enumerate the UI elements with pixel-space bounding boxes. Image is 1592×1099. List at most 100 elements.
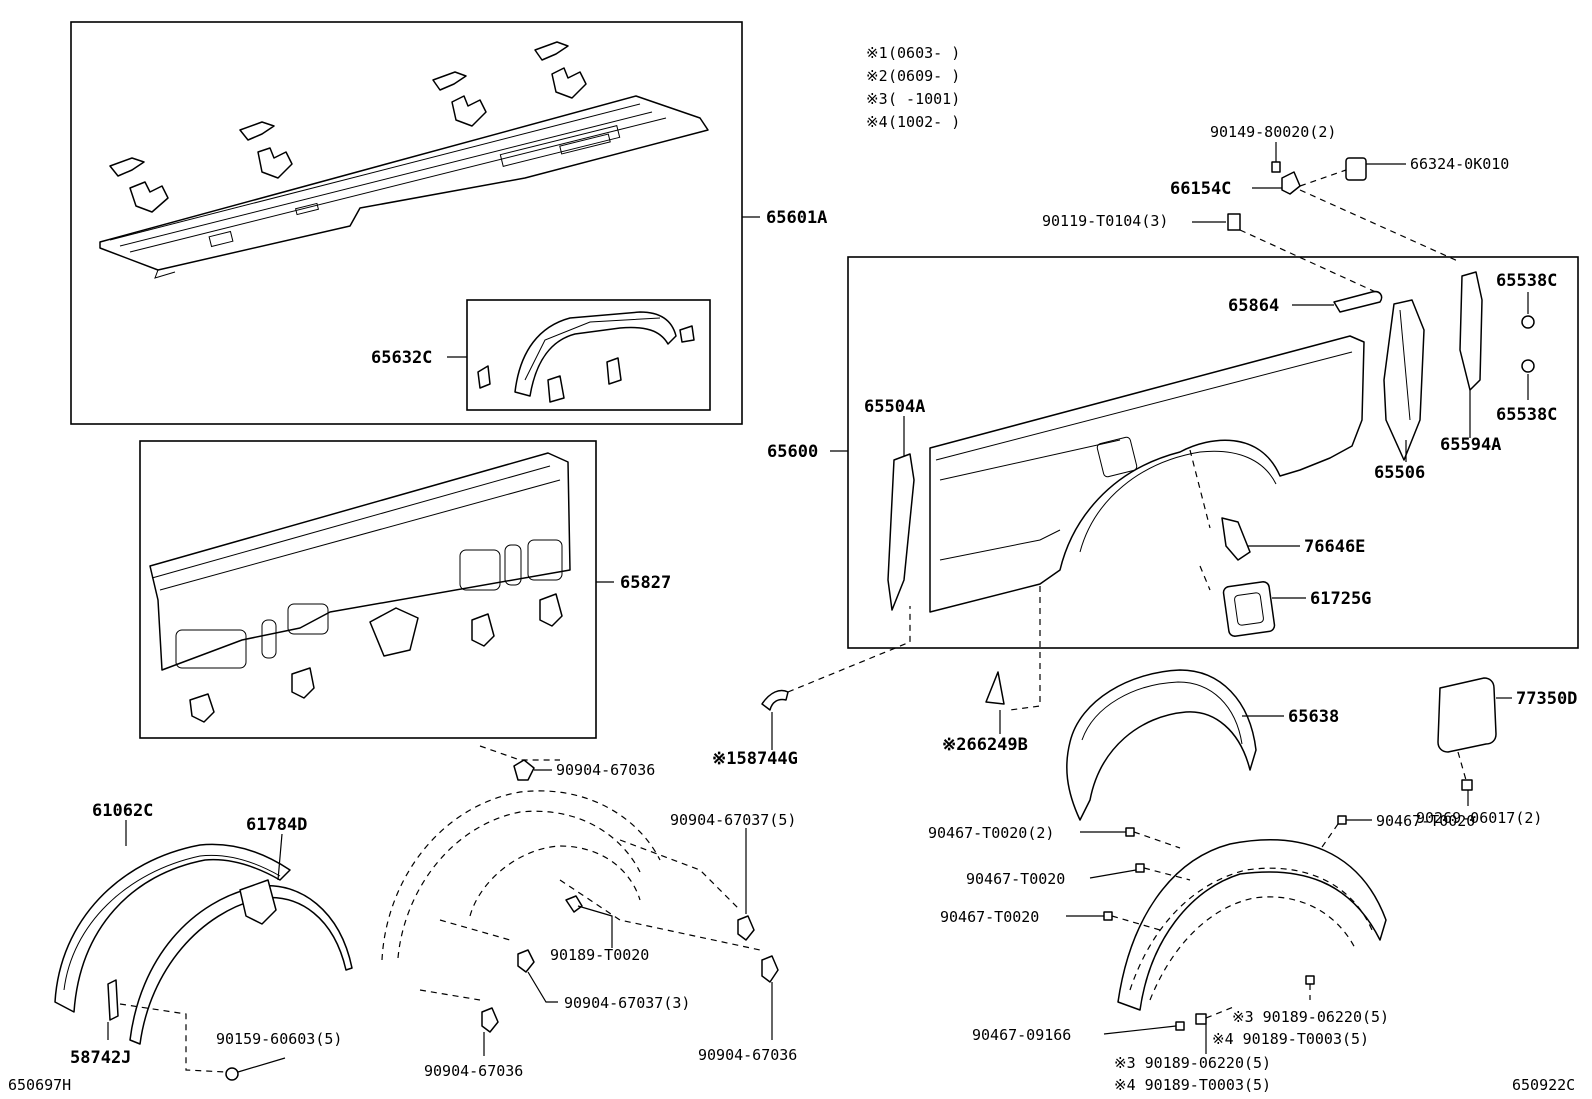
footer-left-code: 650697H: [8, 1076, 71, 1094]
label-76646E: 76646E: [1304, 537, 1365, 557]
liner-rear-drawing: [1117, 839, 1387, 1011]
note-3-mark: ※3: [866, 90, 888, 108]
note-4-range: (1002- ): [888, 113, 960, 131]
label-90904-67036-bottom: 90904-67036: [424, 1062, 523, 1080]
note-1-range: (0603- ): [888, 44, 960, 62]
applicability-notes: ※1 (0603- ) ※2 (0609- ) ※3 ( -1001) ※4 (…: [866, 44, 960, 131]
label-90467-T0020-a: 90467-T0020: [966, 870, 1065, 888]
liner-outline-3: [469, 845, 641, 917]
dash-screw-a: [1133, 831, 1181, 849]
flare-61784D-drawing: [129, 884, 353, 1045]
liner-outline-2: [397, 810, 641, 959]
dash-top-clip: [479, 745, 560, 761]
label-90119: 90119-T0104(3): [1042, 212, 1168, 230]
dash-90269: [1457, 751, 1467, 781]
bed-side-group: 65600 65504A 65864 65506 65594A 65538C 6…: [767, 256, 1579, 649]
fuel-door-group: 77350D 90269-06017(2): [1416, 677, 1577, 827]
screw-f-drawing: [1195, 1013, 1207, 1025]
label-66324: 66324-0K010: [1410, 155, 1509, 173]
clip-65538C-bottom-drawing: [1521, 359, 1535, 373]
floor-panel-drawing: [99, 95, 709, 279]
clip-58742J-drawing: [107, 979, 119, 1021]
label-66154C: 66154C: [1170, 179, 1231, 199]
label-90467-T0020-b: 90467-T0020: [940, 908, 1039, 926]
label-65594A: 65594A: [1440, 435, 1501, 455]
wheelhouse-inner-drawing: [477, 311, 695, 403]
label-61062C: 61062C: [92, 801, 153, 821]
dash-158744G: [787, 606, 911, 693]
label-90189-T0020: 90189-T0020: [550, 946, 649, 964]
dash-66154C-65594A: [1299, 189, 1461, 263]
splash-shield-65638-drawing: [1066, 669, 1257, 821]
label-90904-67037-5: 90904-67037(5): [670, 811, 796, 829]
dash-61725G: [1199, 565, 1211, 591]
fender-flare-group: 61062C 61784D 58742J 90159-60603(5): [54, 801, 353, 1081]
dash-76646E: [1189, 449, 1211, 529]
label-90159: 90159-60603(5): [216, 1030, 342, 1048]
label-90269: 90269-06017(2): [1416, 809, 1542, 827]
label-65538C-top: 65538C: [1496, 271, 1557, 291]
bed-side-box: [847, 256, 1579, 649]
screw-g-drawing: [1305, 975, 1315, 985]
note-3-range: ( -1001): [888, 90, 960, 108]
bolt-90149-drawing: [1271, 161, 1281, 173]
part-65864-drawing: [1333, 290, 1383, 313]
leader-90159: [237, 1057, 286, 1073]
rear-liner-group: 90467-T0020(2) 90467-T0020 90467-T0020 9…: [928, 812, 1475, 1094]
bracket-fastener-group: 90149-80020(2) 66154C 66324-0K010 90119-…: [1042, 123, 1509, 295]
screw-90189-drawing: [565, 895, 583, 913]
floor-assembly-box: [70, 21, 743, 425]
label-77350D: 77350D: [1516, 689, 1577, 709]
note-4-mark: ※4: [866, 113, 888, 131]
dash-bottom-clip: [419, 989, 481, 1001]
leader-90467-T0020-a: [1089, 869, 1137, 879]
front-panel-drawing: [149, 452, 571, 723]
leader-90189-T0020: [577, 905, 613, 948]
leader-61784D: [277, 833, 283, 881]
fuel-door-77350D-drawing: [1437, 677, 1497, 753]
clip-158744G-group: ※158744G: [712, 606, 911, 769]
leader-90904-67037-3: [527, 971, 558, 1003]
label-65638: 65638: [1288, 707, 1339, 727]
dash-screw-f: [1205, 1005, 1237, 1019]
front-panel-box: [139, 440, 597, 739]
dash-screw-c: [1143, 867, 1191, 881]
clip-158744G-drawing: [761, 689, 789, 711]
label-158744G: ※158744G: [712, 749, 798, 769]
floor-brackets: [109, 41, 587, 213]
screw-d-drawing: [1103, 911, 1113, 921]
clip-bottom-drawing: [481, 1007, 499, 1033]
screw-e-drawing: [1175, 1021, 1185, 1031]
note-2-range: (0609- ): [888, 67, 960, 85]
label-4-T0003-b: ※4 90189-T0003(5): [1114, 1076, 1271, 1094]
label-61725G: 61725G: [1310, 589, 1371, 609]
front-panel-group: 65827: [139, 440, 671, 739]
label-90904-67037-3: 90904-67037(3): [564, 994, 690, 1012]
leader-90467-09166: [1103, 1025, 1177, 1035]
liner-fastener-group: 90904-67036 90904-67037(5) 90189-T0020 9…: [381, 745, 797, 1080]
pillar-65504A-drawing: [887, 453, 915, 611]
clip-top-drawing: [513, 759, 535, 781]
screw-a-drawing: [1125, 827, 1135, 837]
label-3-06220-b: ※3 90189-06220(5): [1114, 1054, 1271, 1072]
fuel-box-61725G-drawing: [1222, 581, 1276, 637]
label-65538C-bottom: 65538C: [1496, 405, 1557, 425]
label-65504A: 65504A: [864, 397, 925, 417]
dash-screw-d: [1111, 915, 1161, 931]
label-90904-67036-right: 90904-67036: [698, 1046, 797, 1064]
part-66249B-group: ※266249B: [942, 586, 1041, 755]
dash-flare-screw: [119, 1003, 227, 1073]
dash-right-clip: [619, 839, 741, 911]
screw-90159-drawing: [225, 1067, 239, 1081]
bracket-66324-drawing: [1345, 157, 1367, 181]
screw-90269-drawing: [1461, 779, 1473, 791]
bracket-76646E-drawing: [1221, 517, 1251, 561]
label-90149: 90149-80020(2): [1210, 123, 1336, 141]
bracket-66154C-drawing: [1281, 171, 1301, 195]
label-4-T0003-a: ※4 90189-T0003(5): [1212, 1030, 1369, 1048]
pillar-65506-drawing: [1383, 299, 1425, 461]
label-90904-67036-top: 90904-67036: [556, 761, 655, 779]
bed-side-panel-drawing: [929, 335, 1365, 613]
label-58742J: 58742J: [70, 1048, 131, 1068]
